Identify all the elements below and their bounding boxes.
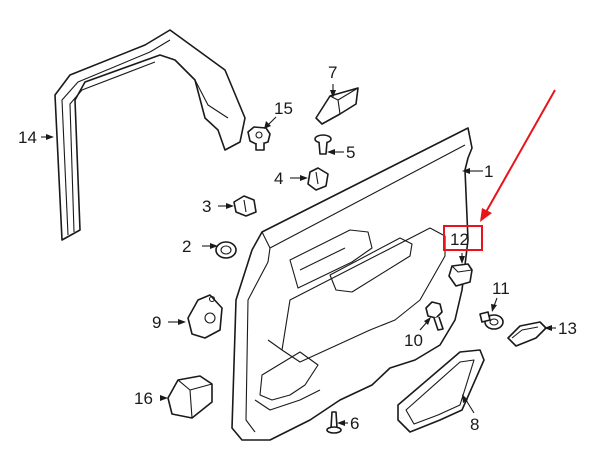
callout-1: 1 [484,162,493,181]
part-12-clip [448,263,473,287]
callout-2: 2 [182,237,191,256]
part-5-screw [314,134,332,155]
callout-6: 6 [350,414,359,433]
part-7-handle-cup [315,87,359,125]
callout-12: 12 [450,230,469,249]
callout-7: 7 [328,63,337,82]
callout-5: 5 [346,143,355,162]
callout-10: 10 [404,331,423,350]
part-14-weatherstrip [54,29,246,241]
part-10-bolt [425,301,444,331]
callout-11: 11 [492,279,510,298]
callout-4: 4 [274,169,283,188]
part-9-bracket [187,294,223,339]
part-6-screw [326,411,342,434]
part-1-door-trim-panel [231,127,473,441]
callout-9: 9 [152,313,161,332]
callout-14: 14 [18,128,37,147]
callout-15: 15 [274,99,293,118]
callout-13: 13 [558,319,577,338]
part-4-bracket [307,167,329,191]
part-16-switch [167,375,213,419]
part-8-armrest-pad [397,349,485,433]
callout-8: 8 [470,415,479,434]
part-3-bracket [233,195,257,217]
part-13-insert [507,321,547,347]
callout-16: 16 [134,389,153,408]
part-15-clip [247,126,271,151]
callout-labels: 1 2 3 4 5 6 7 8 9 10 11 13 14 15 16 [18,63,577,434]
part-11-pushpin [479,311,504,330]
part-2-grommet [215,241,237,259]
callout-3: 3 [202,197,211,216]
highlight-callout-12: 12 [443,89,556,251]
leader-lines [41,84,556,426]
